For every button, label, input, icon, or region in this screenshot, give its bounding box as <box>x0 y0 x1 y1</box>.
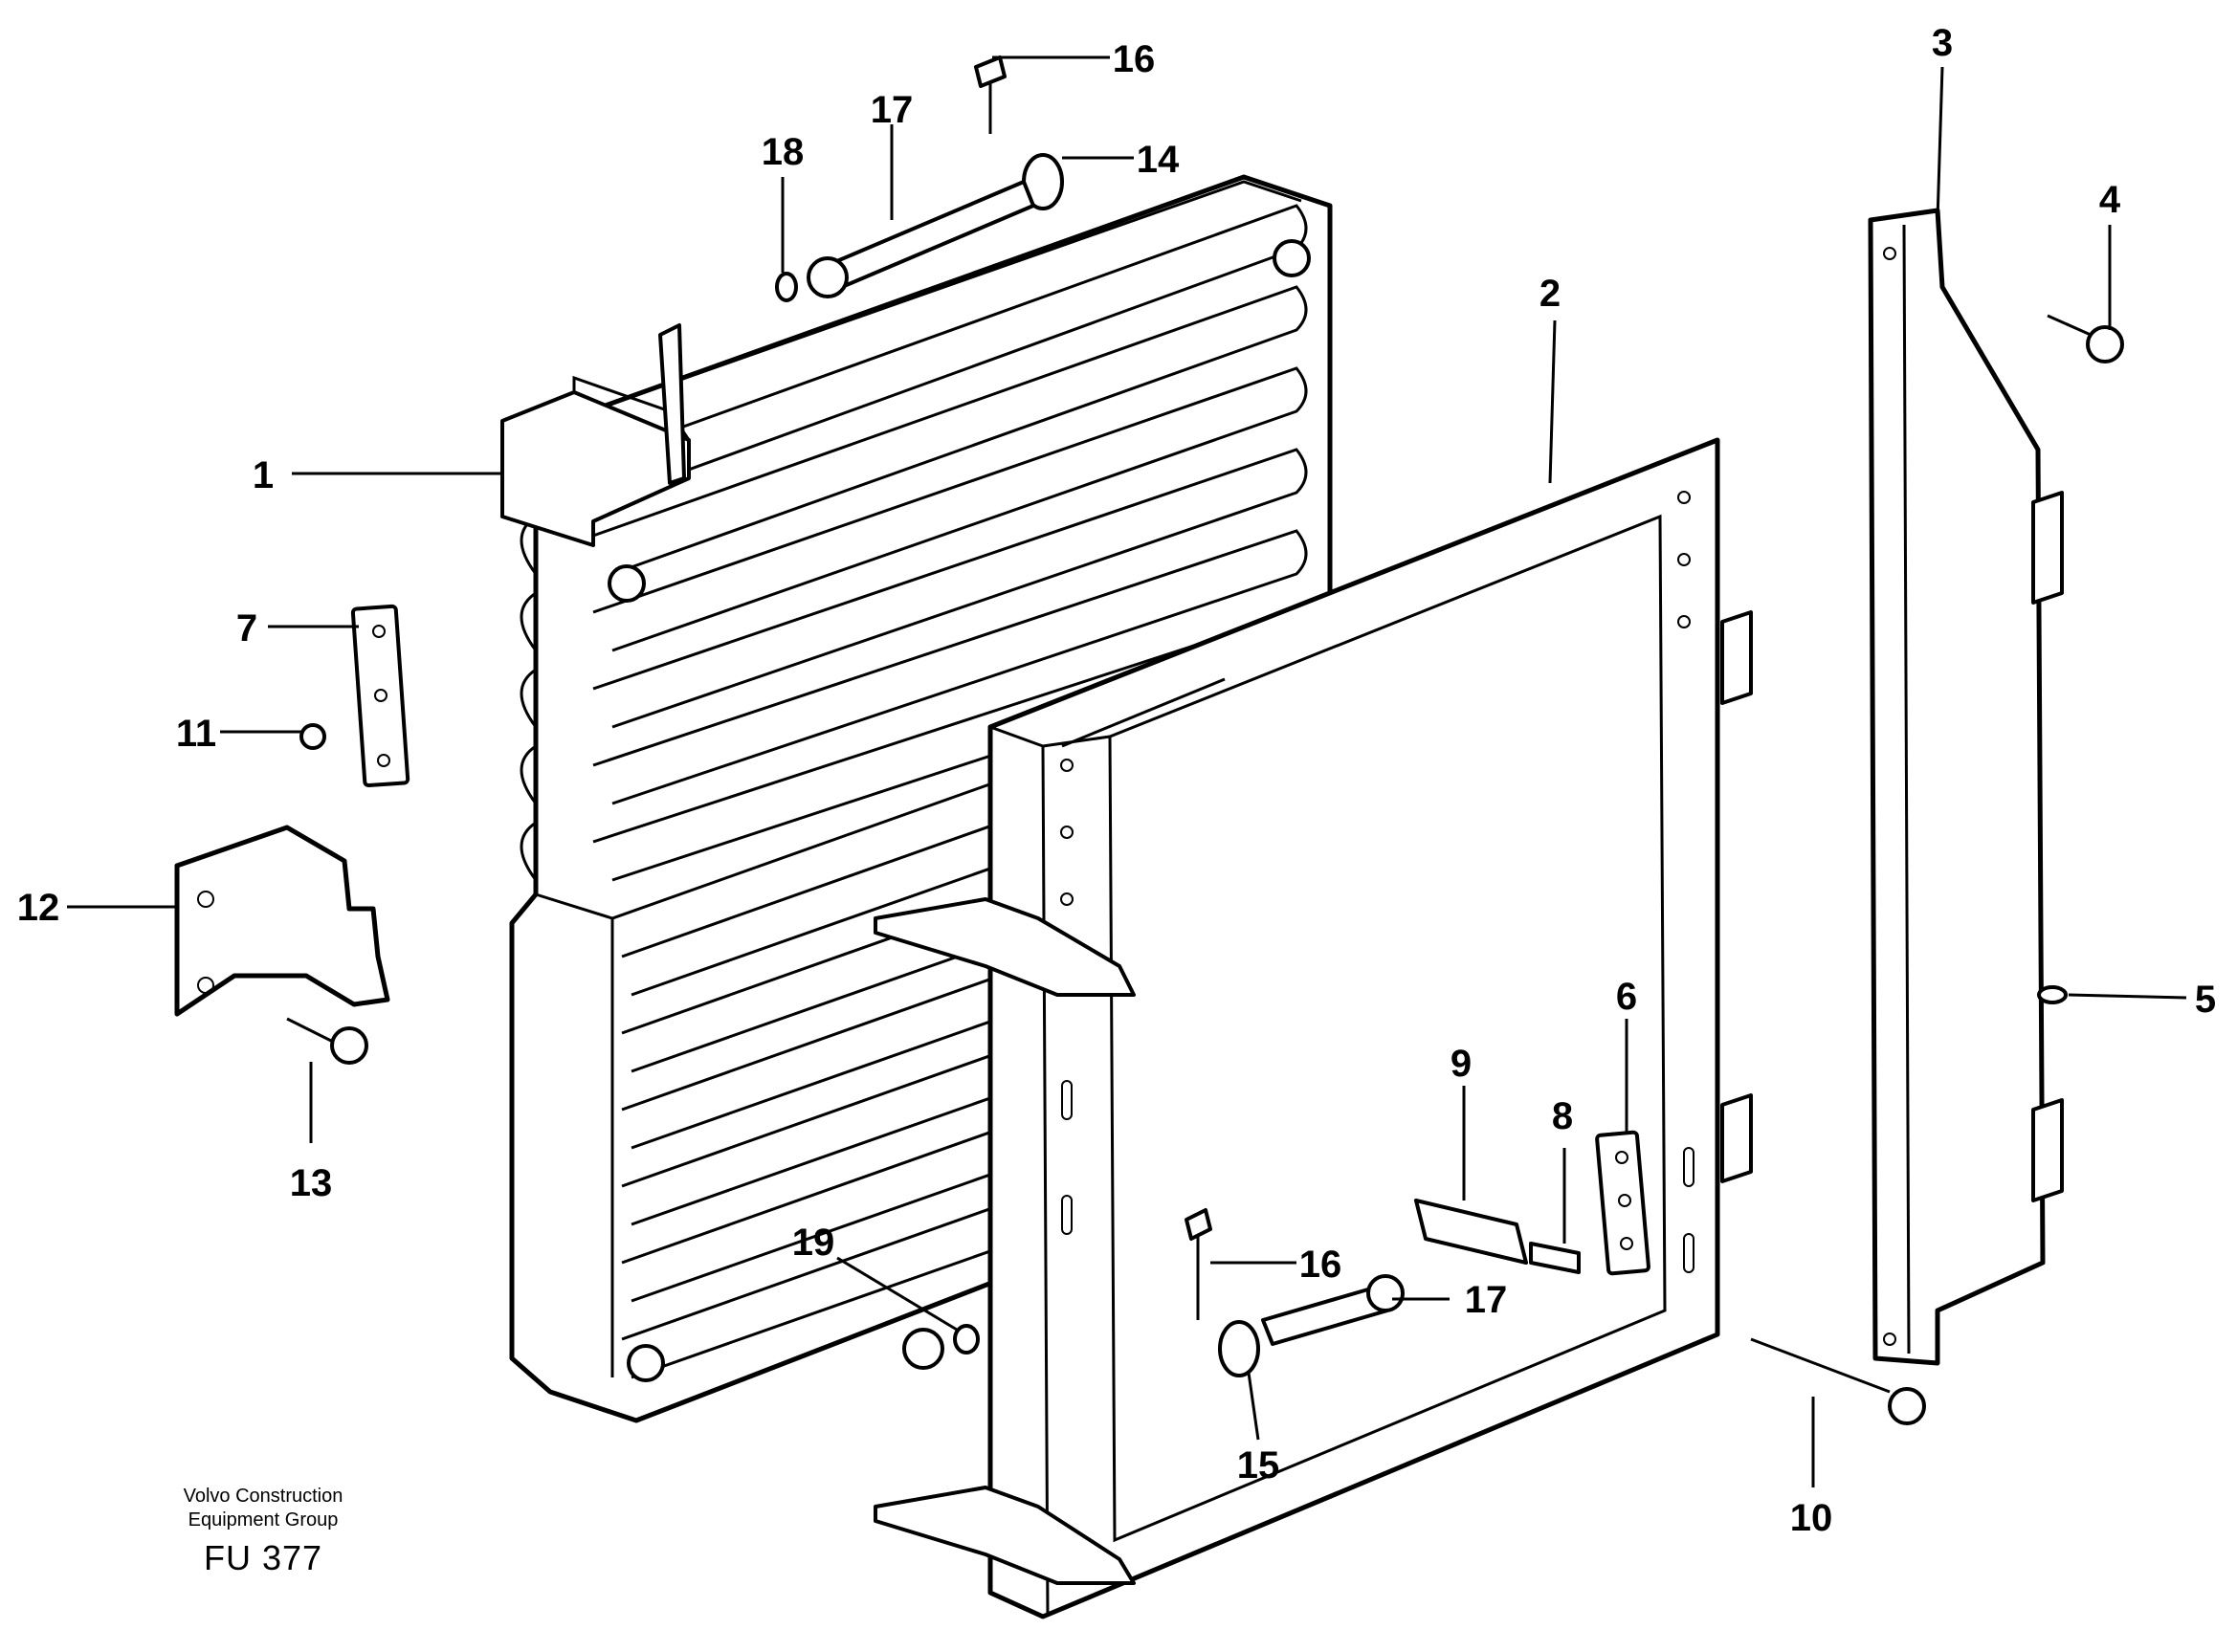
callout-3: 3 <box>1932 22 1953 64</box>
callout-9: 9 <box>1451 1043 1472 1085</box>
callout-12: 12 <box>17 887 60 929</box>
mounting-frame <box>874 437 1753 1619</box>
callout-17-lower: 17 <box>1465 1279 1508 1321</box>
callout-17-top: 17 <box>871 89 914 131</box>
callout-10: 10 <box>1790 1497 1833 1539</box>
callout-16-lower: 16 <box>1299 1244 1342 1286</box>
callout-7: 7 <box>236 607 257 650</box>
caption-line-1: Volvo Construction <box>183 1486 343 1507</box>
callout-11: 11 <box>176 713 216 755</box>
callout-19: 19 <box>792 1222 835 1264</box>
leader-lines <box>67 55 2187 1487</box>
callout-labels: 1 2 3 4 5 6 7 8 9 10 11 12 13 14 15 16 1… <box>17 22 2216 1539</box>
callout-6: 6 <box>1616 976 1637 1018</box>
mounting-strip-7 <box>350 604 410 788</box>
callout-16-top: 16 <box>1113 38 1156 80</box>
mounting-strip-6 <box>1595 1130 1650 1276</box>
publisher-caption: Volvo Construction Equipment Group FU 37… <box>144 1485 383 1578</box>
figure-code: FU 377 <box>203 1538 323 1577</box>
caption-line-2: Equipment Group <box>188 1509 339 1531</box>
callout-8: 8 <box>1552 1095 1573 1137</box>
fasteners <box>286 55 2124 1493</box>
callout-18: 18 <box>762 131 805 173</box>
hinge-plate <box>1868 208 2064 1366</box>
callout-14: 14 <box>1137 139 1180 181</box>
callout-13: 13 <box>290 1162 333 1204</box>
callout-1: 1 <box>253 454 274 496</box>
callout-2: 2 <box>1539 273 1561 315</box>
bracket-12 <box>174 825 390 1017</box>
callout-4: 4 <box>2099 179 2121 221</box>
callout-15: 15 <box>1237 1444 1280 1487</box>
callout-5: 5 <box>2195 979 2216 1021</box>
